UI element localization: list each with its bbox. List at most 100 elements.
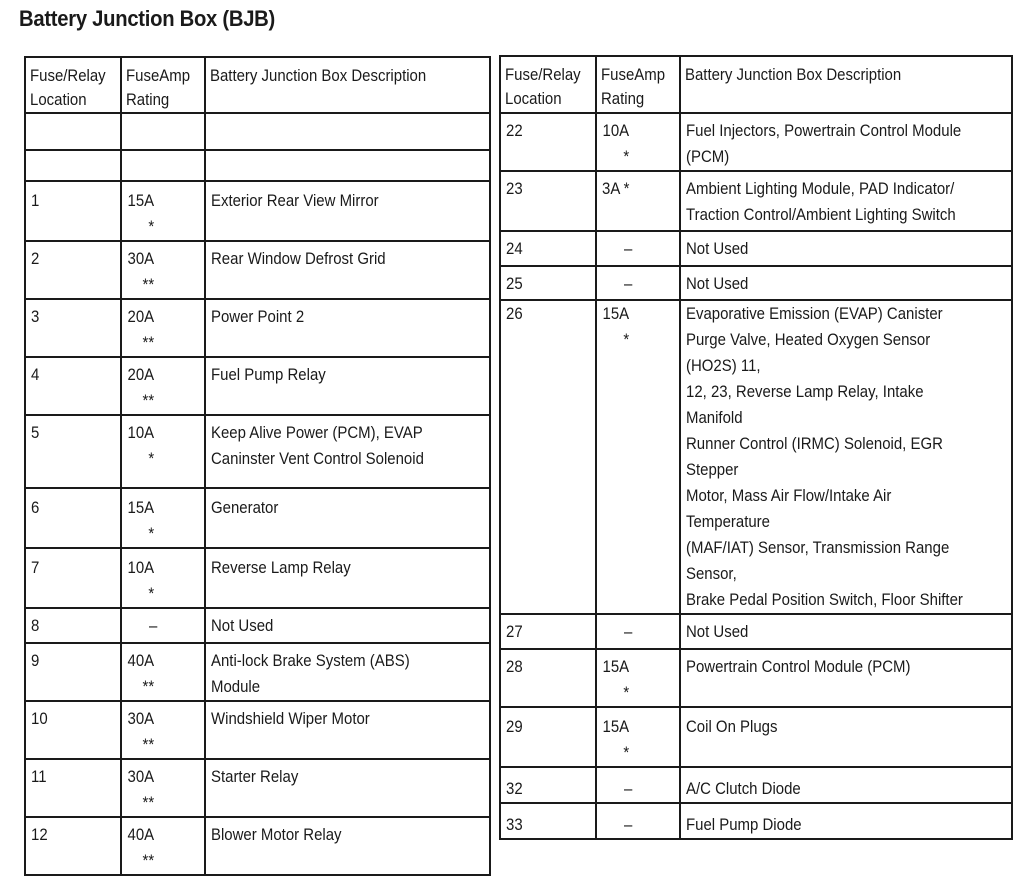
fuse-location-cell: 4 (24, 356, 122, 416)
fuse-rating-cell: 15A * (119, 487, 206, 549)
fuse-location-cell: 28 (499, 648, 597, 708)
fuse-location-cell: 6 (24, 487, 122, 549)
fuse-description-cell: Powertrain Control Module (PCM) (678, 648, 1013, 708)
fuse-description-cell: Starter Relay (203, 758, 491, 818)
fuse-description-cell: Fuel Pump Relay (203, 356, 491, 416)
header-description: Battery Junction Box Description (203, 56, 491, 114)
fuse-rating-cell: 3A * (594, 170, 681, 232)
fuse-location-cell: 29 (499, 706, 597, 768)
fuse-description-cell: Blower Motor Relay (203, 816, 491, 876)
fuse-description-cell: Fuel Injectors, Powertrain Control Modul… (678, 112, 1013, 172)
fuse-rating-cell: 30A ** (119, 700, 206, 760)
header-rating: FuseAmp Rating (119, 56, 206, 114)
header-description: Battery Junction Box Description (678, 55, 1013, 114)
fuse-rating-cell: 30A ** (119, 240, 206, 300)
fuse-rating-cell: 15A * (594, 299, 681, 615)
fuse-location-cell: 5 (24, 414, 122, 489)
header-rating: FuseAmp Rating (594, 55, 681, 114)
fuse-rating-cell: 15A * (594, 706, 681, 768)
fuse-location-cell: 22 (499, 112, 597, 172)
fuse-rating-cell (119, 112, 206, 151)
fuse-description-cell: Ambient Lighting Module, PAD Indicator/ … (678, 170, 1013, 232)
fuse-rating-cell: – (594, 802, 681, 840)
fuse-rating-cell: – (594, 766, 681, 804)
fuse-rating-cell: 10A * (594, 112, 681, 172)
table-row (24, 112, 491, 151)
header-location: Fuse/Relay Location (499, 55, 597, 114)
fuse-rating-cell: 15A * (594, 648, 681, 708)
fuse-rating-cell: 20A ** (119, 298, 206, 358)
fuse-description-cell: Rear Window Defrost Grid (203, 240, 491, 300)
fuse-location-cell: 8 (24, 607, 122, 644)
fuse-table-left: Fuse/Relay Location FuseAmp Rating Batte… (24, 56, 491, 876)
fuse-description-cell: Generator (203, 487, 491, 549)
fuse-description-cell: Reverse Lamp Relay (203, 547, 491, 609)
fuse-location-cell: 33 (499, 802, 597, 840)
fuse-description-cell: Not Used (678, 230, 1013, 267)
fuse-location-cell: 23 (499, 170, 597, 232)
fuse-rating-cell: 40A ** (119, 816, 206, 876)
fuse-location-cell (24, 149, 122, 182)
table-row: 24–Not Used (499, 230, 1013, 267)
fuse-rating-cell (119, 149, 206, 182)
fuse-rating-cell: – (119, 607, 206, 644)
fuse-location-cell: 26 (499, 299, 597, 615)
fuse-location-cell: 24 (499, 230, 597, 267)
fuse-description-cell: Not Used (678, 613, 1013, 650)
fuse-location-cell: 11 (24, 758, 122, 818)
fuse-rating-cell: 40A ** (119, 642, 206, 702)
fuse-location-cell: 27 (499, 613, 597, 650)
fuse-description-cell: Not Used (678, 265, 1013, 301)
fuse-location-cell: 25 (499, 265, 597, 301)
fuse-rating-cell: 10A * (119, 414, 206, 489)
fuse-description-cell: Exterior Rear View Mirror (203, 180, 491, 242)
fuse-rating-cell: – (594, 613, 681, 650)
page-title: Battery Junction Box (BJB) (19, 6, 275, 31)
fuse-description-cell: Anti-lock Brake System (ABS) Module (203, 642, 491, 702)
fuse-description-cell (203, 112, 491, 151)
table-row: 27–Not Used (499, 613, 1013, 650)
fuse-description-cell: Windshield Wiper Motor (203, 700, 491, 760)
fuse-description-cell: Evaporative Emission (EVAP) Canister Pur… (678, 299, 1013, 615)
fuse-table-right: Fuse/Relay Location FuseAmp Rating Batte… (499, 55, 1013, 840)
fuse-location-cell: 10 (24, 700, 122, 760)
fuse-description-cell: A/C Clutch Diode (678, 766, 1013, 804)
table-row: 33–Fuel Pump Diode (499, 802, 1013, 840)
fuse-description-cell: Fuel Pump Diode (678, 802, 1013, 840)
fuse-description-cell (203, 149, 491, 182)
fuse-description-cell: Keep Alive Power (PCM), EVAP Caninster V… (203, 414, 491, 489)
fuse-location-cell: 1 (24, 180, 122, 242)
fuse-rating-cell: 15A * (119, 180, 206, 242)
fuse-location-cell: 2 (24, 240, 122, 300)
fuse-rating-cell: 30A ** (119, 758, 206, 818)
fuse-rating-cell: – (594, 265, 681, 301)
fuse-description-cell: Not Used (203, 607, 491, 644)
fuse-rating-cell: 20A ** (119, 356, 206, 416)
fuse-location-cell: 3 (24, 298, 122, 358)
fuse-location-cell: 32 (499, 766, 597, 804)
fuse-rating-cell: – (594, 230, 681, 267)
table-row: 25–Not Used (499, 265, 1013, 301)
table-header-row: Fuse/Relay Location FuseAmp Rating Batte… (24, 56, 491, 114)
fuse-rating-cell: 10A * (119, 547, 206, 609)
fuse-location-cell (24, 112, 122, 151)
header-location: Fuse/Relay Location (24, 56, 122, 114)
table-row (24, 149, 491, 182)
table-header-row: Fuse/Relay Location FuseAmp Rating Batte… (499, 55, 1013, 114)
table-row: 32–A/C Clutch Diode (499, 766, 1013, 804)
